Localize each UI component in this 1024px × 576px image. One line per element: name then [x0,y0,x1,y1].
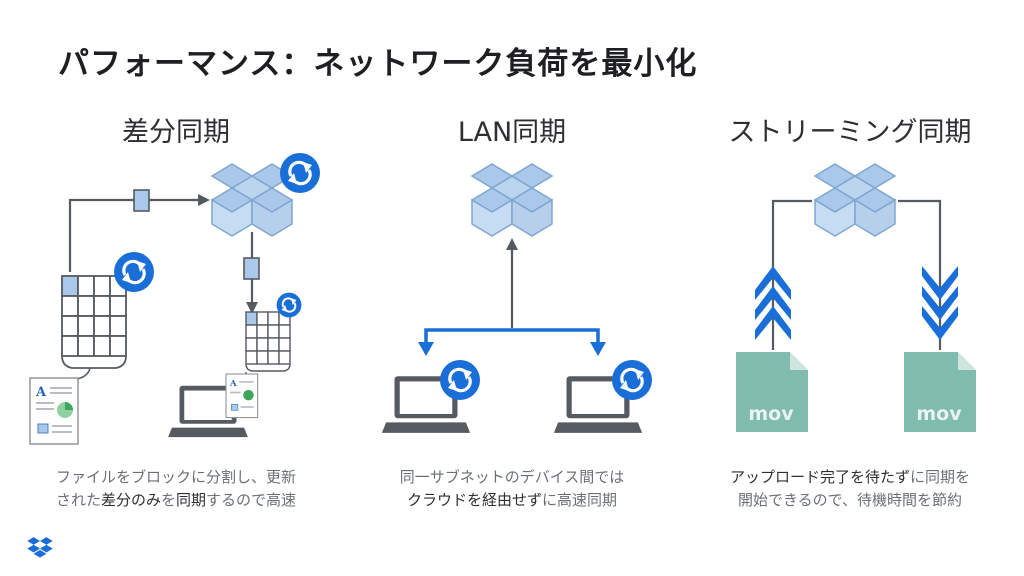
sync-icon [438,358,482,402]
svg-text:mov: mov [748,403,794,425]
lan-sync-diagram [381,163,654,433]
mov-file-icon: mov [904,352,976,432]
diff-sync-diagram: A [29,151,322,445]
caption-diff: ファイルをブロックに分割し、更新 された差分のみを同期するので高速 [55,468,297,509]
sync-icon [610,358,654,402]
svg-text:A: A [229,379,237,389]
sync-icon [275,291,303,319]
svg-text:mov: mov [916,403,962,425]
caption-lan: 同一サブネットのデバイス間では クラウドを経由せずに高速同期 [399,468,625,509]
caption-streaming: アップロード完了を待たずに同期を 開始できるので、待機時間を節約 [729,468,971,509]
mov-file-icon: mov [736,352,808,432]
sync-icon [278,151,322,195]
dropbox-logo [27,537,53,558]
slide-title: パフォーマンス：ネットワーク負荷を最小化 [58,46,698,82]
streaming-sync-diagram: mov mov [736,163,976,432]
sync-icon [112,250,156,294]
svg-text:A: A [35,385,47,400]
